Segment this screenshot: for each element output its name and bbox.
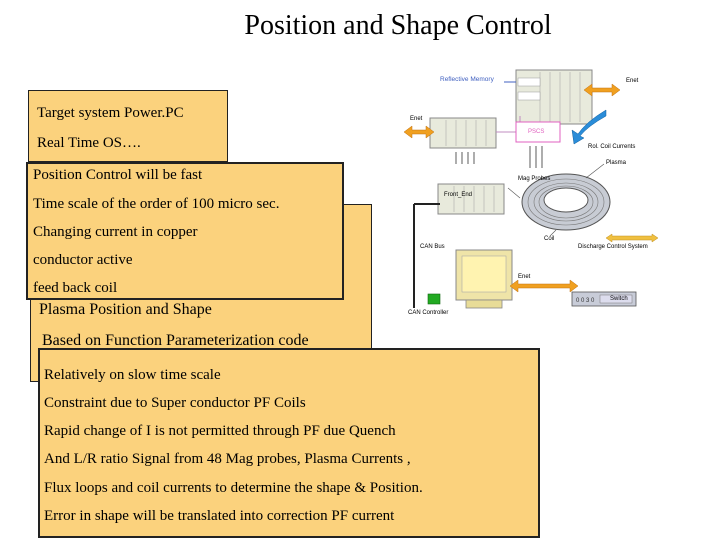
box4-line-3: Rapid change of I is not permitted throu… — [44, 423, 396, 439]
box2-line-5: feed back coil — [33, 280, 118, 296]
enet-bottom-arrow — [509, 279, 579, 293]
signal-arrows — [455, 146, 543, 168]
enet-left-label: Enet — [410, 116, 423, 122]
mag-probes-label: Mag Probes — [518, 176, 551, 182]
reflective-memory-label: Reflective Memory — [440, 76, 494, 83]
diagram-graphics: 0 0 3 0 — [403, 69, 659, 309]
switch-label: Switch — [610, 296, 628, 302]
shape-control-box: Relatively on slow time scale Constraint… — [38, 348, 540, 538]
tokamak-torus — [521, 173, 611, 231]
pscs-box — [515, 121, 561, 143]
target-system-box: Target system Power.PC Real Time OS…. — [28, 90, 228, 162]
switch-device: 0 0 3 0 — [571, 291, 637, 307]
enet-left-arrow — [403, 125, 435, 139]
svg-text:0 0 3 0: 0 0 3 0 — [576, 298, 595, 304]
box2-line-1: Position Control will be fast — [33, 167, 203, 183]
box4-line-4: And L/R ratio Signal from 48 Mag probes,… — [44, 451, 411, 467]
enet-bottom-label: Enet — [518, 274, 531, 280]
computer-monitor — [427, 249, 513, 309]
box3-line-1: Plasma Position and Shape — [39, 301, 212, 318]
can-bus-label: CAN Bus — [420, 244, 445, 250]
front-end-rack — [437, 183, 505, 215]
discharge-control-label: Discharge Control System — [578, 244, 648, 250]
rl-coil-arrow — [571, 109, 607, 145]
box2-line-3: Changing current in copper — [33, 224, 198, 240]
can-controller-label: CAN Controller — [408, 310, 449, 316]
box4-line-5: Flux loops and coil currents to determin… — [44, 480, 423, 496]
box1-line-2: Real Time OS…. — [37, 135, 141, 151]
coil-label: Coil — [544, 236, 555, 242]
enet-top-label: Enet — [626, 78, 639, 84]
box2-line-2: Time scale of the order of 100 micro sec… — [33, 196, 280, 212]
pscs-label: PSCS — [528, 129, 545, 135]
enet-top-arrow — [583, 83, 621, 97]
plasma-label: Plasma — [606, 160, 627, 166]
front-end-label: Front_End — [444, 192, 473, 198]
box2-line-4: conductor active — [33, 252, 133, 268]
rl-coil-label: Rol. Coil Currents — [588, 144, 636, 150]
box3-line-2: Based on Function Parameterization code — [42, 332, 309, 349]
box4-line-6: Error in shape will be translated into c… — [44, 508, 395, 524]
left-rack — [429, 117, 497, 149]
box1-line-1: Target system Power.PC — [37, 105, 184, 121]
control-system-diagram: 0 0 3 0 Reflective Memory Enet Enet PSCS… — [400, 64, 718, 324]
box4-line-1: Relatively on slow time scale — [44, 367, 221, 383]
box4-line-2: Constraint due to Super conductor PF Coi… — [44, 395, 306, 411]
position-control-box: Position Control will be fast Time scale… — [26, 162, 344, 300]
slide-title: Position and Shape Control — [244, 10, 552, 41]
